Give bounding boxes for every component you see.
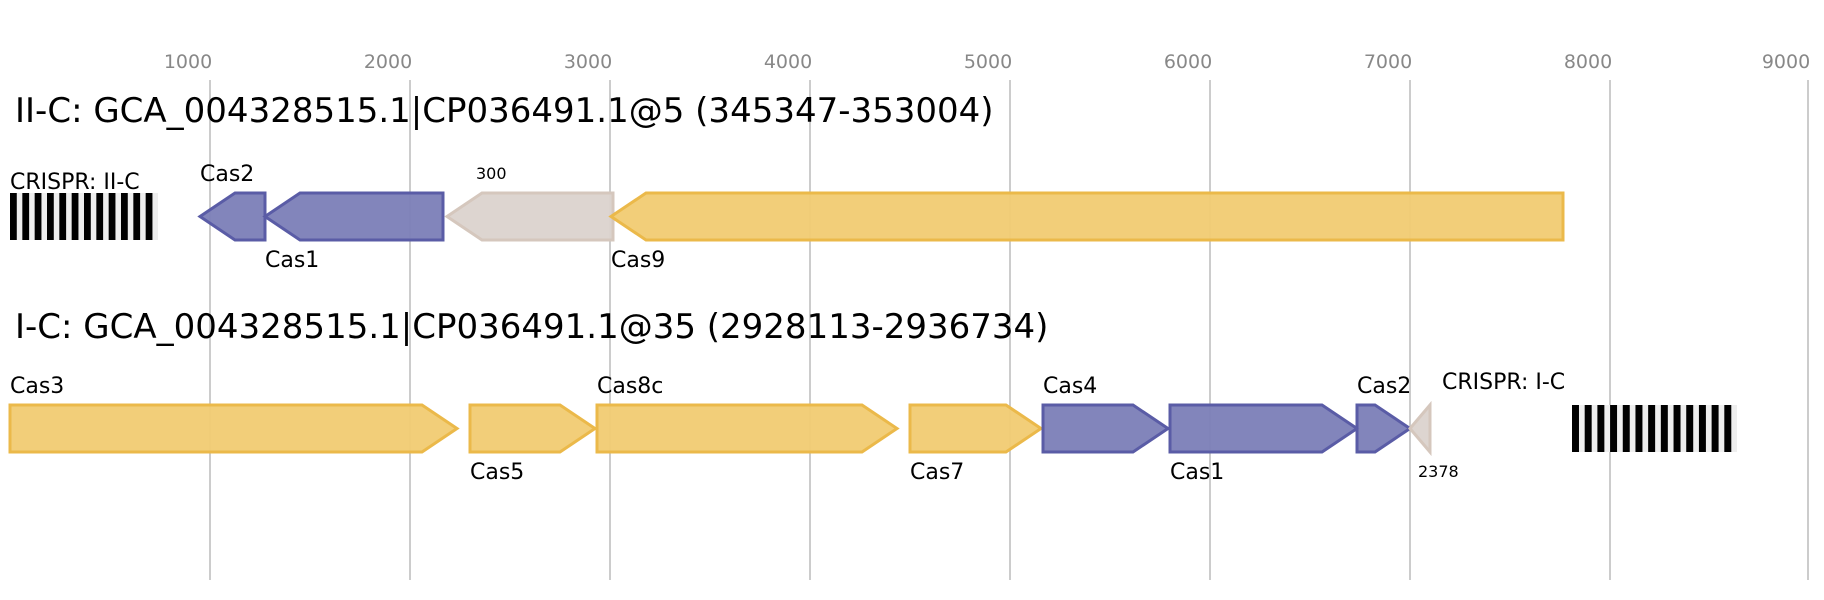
gene-arrow-2378[interactable]	[1408, 400, 1432, 457]
gene-label: Cas9	[611, 248, 665, 273]
axis-grid: 1000 2000 3000 4000 5000 6000 7000 8000 9000	[164, 51, 1810, 580]
gene-arrow-300[interactable]	[444, 191, 615, 242]
crispr-repeat	[59, 193, 67, 240]
gene-arrow-cas5[interactable]	[468, 403, 598, 454]
gene-arrow-cas8c[interactable]	[595, 403, 900, 454]
axis-tick-label: 9000	[1762, 51, 1810, 73]
crispr-repeat	[96, 193, 104, 240]
crispr-repeat	[47, 193, 54, 240]
crispr-label-2: CRISPR: I-C	[1442, 370, 1565, 395]
crispr-repeat	[71, 193, 79, 240]
gene-arrow-cas2[interactable]	[1355, 403, 1413, 454]
crispr-repeat	[145, 193, 153, 240]
crispr-repeat	[1635, 405, 1643, 452]
crispr-repeat	[22, 193, 30, 240]
crispr-repeat	[108, 193, 116, 240]
gene-label: 300	[476, 164, 507, 183]
locus-title-1: II-C: GCA_004328515.1|CP036491.1@5 (3453…	[15, 91, 994, 131]
crispr-repeat	[1622, 405, 1630, 452]
gene-label: Cas1	[1170, 460, 1224, 485]
crispr-array	[10, 193, 158, 240]
crispr-repeat	[1711, 405, 1719, 452]
crispr-repeat	[1648, 405, 1656, 452]
gene-label: Cas8c	[597, 374, 663, 399]
gene-arrow-cas1[interactable]	[262, 191, 445, 242]
gene-label: Cas2	[200, 162, 254, 187]
crispr-label-1: CRISPR: II-C	[10, 170, 140, 195]
axis-tick-label: 6000	[1164, 51, 1212, 73]
axis-tick-label: 1000	[164, 51, 212, 73]
axis-tick-label: 8000	[1564, 51, 1612, 73]
crispr-repeat	[10, 193, 17, 240]
crispr-repeat	[133, 193, 141, 240]
crispr-repeat	[1597, 405, 1605, 452]
crispr-repeat	[1572, 405, 1579, 452]
gene-label: Cas7	[910, 460, 964, 485]
gene-arrow-cas9[interactable]	[608, 191, 1565, 242]
crispr-repeat	[1584, 405, 1592, 452]
gene-label: Cas5	[470, 460, 524, 485]
gene-arrow-cas4[interactable]	[1041, 403, 1171, 454]
crispr-repeat	[121, 193, 128, 240]
crispr-repeat	[34, 193, 42, 240]
gene-arrow-cas1[interactable]	[1168, 403, 1360, 454]
crispr-repeat	[1610, 405, 1618, 452]
axis-tick-label: 4000	[764, 51, 812, 73]
crispr-repeat	[1673, 405, 1681, 452]
crispr-array	[1572, 405, 1737, 452]
axis-tick-label: 5000	[964, 51, 1012, 73]
crispr-repeat	[1686, 405, 1694, 452]
crispr-repeat	[1698, 405, 1706, 452]
gene-label: Cas2	[1357, 374, 1411, 399]
gene-label: 2378	[1418, 462, 1459, 481]
axis-tick-label: 3000	[564, 51, 612, 73]
locus-title-2: I-C: GCA_004328515.1|CP036491.1@35 (2928…	[15, 307, 1048, 347]
gene-label: Cas4	[1043, 374, 1097, 399]
gene-arrow-cas3[interactable]	[8, 403, 460, 454]
axis-tick-label: 7000	[1364, 51, 1412, 73]
gene-label: Cas3	[10, 374, 64, 399]
crispr-repeat	[1660, 405, 1668, 452]
crispr-repeat	[1724, 405, 1732, 452]
axis-tick-label: 2000	[364, 51, 412, 73]
gene-label: Cas1	[265, 248, 319, 273]
gene-arrow-cas7[interactable]	[908, 403, 1044, 454]
crispr-repeat	[84, 193, 91, 240]
